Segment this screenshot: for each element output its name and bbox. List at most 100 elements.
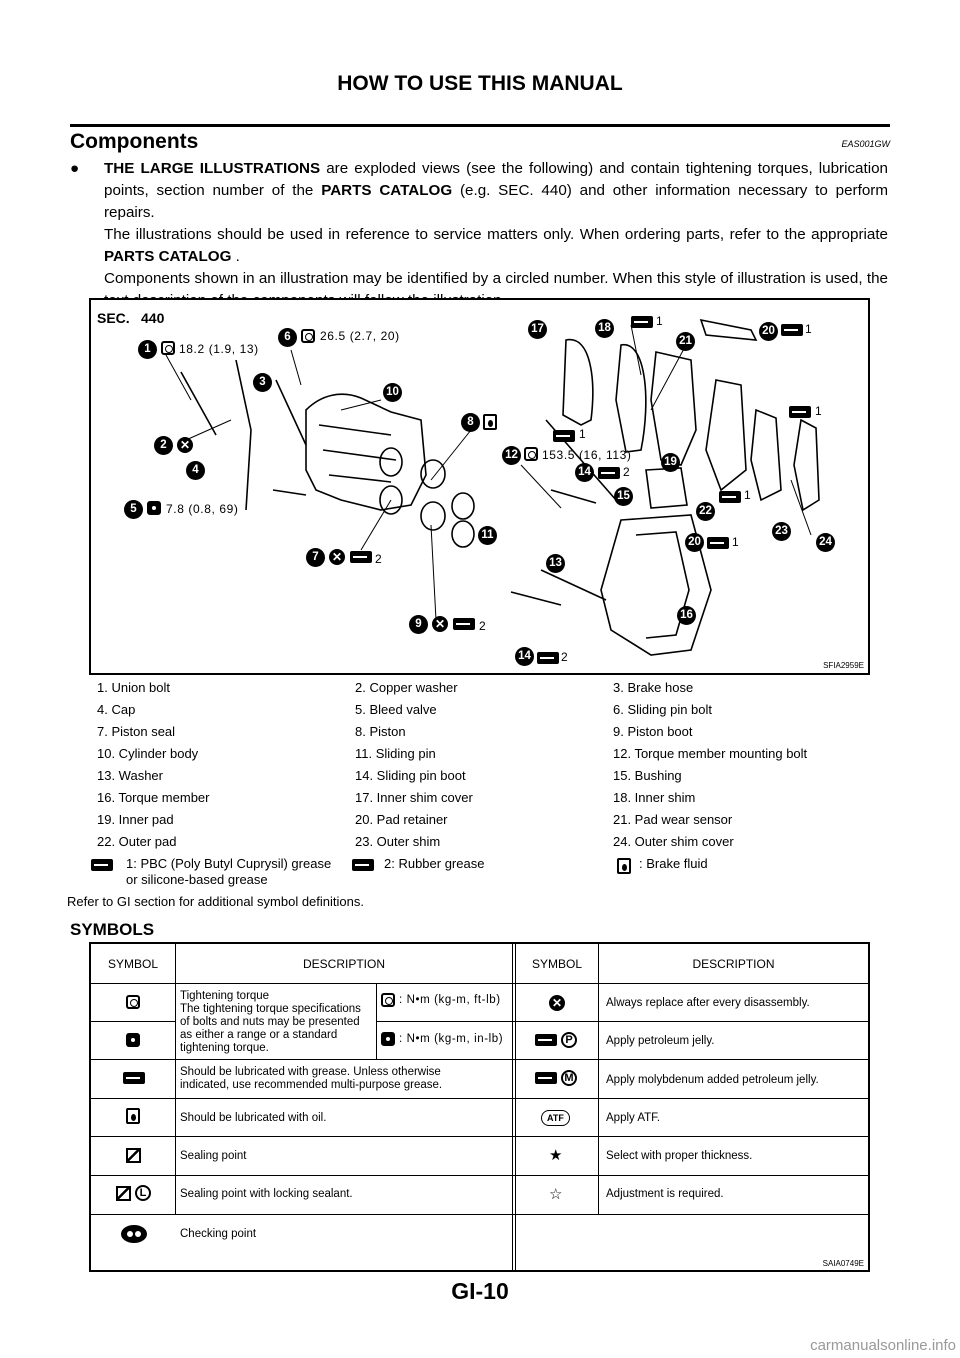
- grease-number-1: 1: [744, 488, 752, 502]
- oil-description: Should be lubricated with oil.: [180, 1112, 327, 1124]
- table-divider: [91, 983, 868, 984]
- callout-22: 22: [696, 502, 715, 521]
- legend-row: 19. Inner pad 20. Pad retainer 21. Pad w…: [97, 812, 877, 832]
- torque-unit-ft-lb: : N•m (kg-m, ft-lb): [399, 994, 501, 1006]
- legend-item: 15. Bushing: [613, 768, 682, 783]
- grease-icon: [789, 406, 811, 418]
- star-filled-icon: ★: [549, 1147, 563, 1164]
- legend-item: 13. Washer: [97, 768, 163, 783]
- callout-4: 4: [186, 461, 205, 480]
- section-heading: Components: [70, 130, 199, 153]
- intro-paragraph-2: The illustrations should be used in refe…: [104, 226, 888, 265]
- callout-15: 15: [614, 487, 633, 506]
- grease-icon: [352, 859, 374, 871]
- callout-21: 21: [676, 332, 695, 351]
- locking-sealant-icon: L: [135, 1185, 151, 1201]
- legend-row: 22. Outer pad 23. Outer shim 24. Outer s…: [97, 834, 877, 854]
- header-symbol: SYMBOL: [531, 957, 582, 971]
- callout-20: 20: [685, 533, 704, 552]
- grease-number-1: 1: [656, 314, 664, 328]
- table-divider: [91, 1098, 868, 1099]
- adjust-description: Adjustment is required.: [606, 1188, 724, 1200]
- callout-24: 24: [816, 533, 835, 552]
- spec-5: 7.8 (0.8, 69): [166, 502, 239, 516]
- legend-item: 8. Piston: [355, 724, 406, 739]
- callout-19: 19: [661, 453, 680, 472]
- moly-icon: M: [561, 1070, 577, 1086]
- torque-icon: [301, 329, 315, 343]
- grease-icon: [123, 1072, 145, 1084]
- legend-item: 9. Piston boot: [613, 724, 693, 739]
- table-divider: [376, 1021, 868, 1022]
- grease-icon: [781, 324, 803, 336]
- grease-icon: [535, 1072, 557, 1084]
- callout-1: 1: [138, 340, 157, 359]
- replace-icon: ✕: [329, 549, 345, 565]
- legend-item: 12. Torque member mounting bolt: [613, 746, 808, 761]
- callout-14: 14: [515, 647, 534, 666]
- sec-label: SEC.: [97, 310, 130, 326]
- callout-5: 5: [124, 500, 143, 519]
- callout-6: 6: [278, 328, 297, 347]
- table-divider: [91, 1214, 868, 1215]
- header-description: DESCRIPTION: [302, 957, 385, 971]
- oil-icon: [126, 1108, 140, 1124]
- sec-number: 440: [141, 310, 165, 326]
- callout-14: 14: [575, 463, 594, 482]
- grease-number-2: 2: [561, 650, 569, 664]
- callout-23: 23: [772, 522, 791, 541]
- grease-icon: [707, 537, 729, 549]
- spec-6: 26.5 (2.7, 20): [320, 329, 400, 343]
- title-rule: [70, 124, 890, 127]
- legend-row: 13. Washer 14. Sliding pin boot 15. Bush…: [97, 768, 877, 788]
- legend-note: Refer to GI section for additional symbo…: [67, 894, 847, 914]
- table-divider: [512, 944, 513, 1270]
- brake-caliper-illustration: SEC. 440 1 18.2 (1.9, 13) 6 26.5 (2.7, 2…: [89, 298, 870, 675]
- section-code: EAS001GW: [841, 139, 890, 149]
- legend-brake-fluid: : Brake fluid: [639, 856, 708, 871]
- petroleum-jelly-icon: P: [561, 1032, 577, 1048]
- legend-item: 19. Inner pad: [97, 812, 174, 827]
- petroleum-description: Apply petroleum jelly.: [606, 1035, 715, 1047]
- atf-description: Apply ATF.: [606, 1112, 661, 1124]
- legend-item: 7. Piston seal: [97, 724, 176, 739]
- callout-8: 8: [461, 413, 480, 432]
- legend-item: 10. Cylinder body: [97, 746, 199, 761]
- grease-icon: [453, 618, 475, 630]
- replace-icon: ✕: [177, 437, 193, 453]
- torque-icon: [381, 993, 395, 1007]
- figure-code: SFIA2959E: [823, 661, 864, 670]
- bullet-icon: ●: [70, 160, 80, 177]
- callout-11: 11: [478, 526, 497, 545]
- callout-9: 9: [409, 615, 428, 634]
- table-divider: [91, 1175, 868, 1176]
- legend-row: 4. Cap 5. Bleed valve 6. Sliding pin bol…: [97, 702, 877, 722]
- replace-description: Always replace after every disassembly.: [606, 997, 810, 1009]
- table-divider: [91, 1136, 868, 1137]
- torque-icon: [126, 1033, 140, 1047]
- legend-row: 7. Piston seal 8. Piston 9. Piston boot: [97, 724, 877, 744]
- callout-20: 20: [759, 322, 778, 341]
- callout-2: 2: [154, 436, 173, 455]
- grease-icon: [631, 316, 653, 328]
- legend-item: 24. Outer shim cover: [613, 834, 734, 849]
- sealing-locking-description: Sealing point with locking sealant.: [180, 1188, 353, 1200]
- callout-17: 17: [528, 320, 547, 339]
- grease-number-2: 2: [479, 619, 487, 633]
- watermark: carmanualsonline.info: [810, 1337, 956, 1354]
- grease-icon: [598, 467, 620, 479]
- grease-description: Should be lubricated with grease. Unless…: [180, 1066, 443, 1091]
- header-symbol: SYMBOL: [107, 957, 158, 971]
- legend-item: 20. Pad retainer: [355, 812, 448, 827]
- legend-grease-2: 2: Rubber grease: [384, 856, 485, 871]
- sealing-description: Sealing point: [180, 1150, 247, 1162]
- legend-item: 21. Pad wear sensor: [613, 812, 733, 827]
- grease-icon: [91, 859, 113, 871]
- callout-18: 18: [595, 319, 614, 338]
- checking-description: Checking point: [180, 1228, 257, 1240]
- callout-3: 3: [253, 373, 272, 392]
- legend-item: 1. Union bolt: [97, 680, 170, 695]
- grease-number-2: 2: [623, 465, 631, 479]
